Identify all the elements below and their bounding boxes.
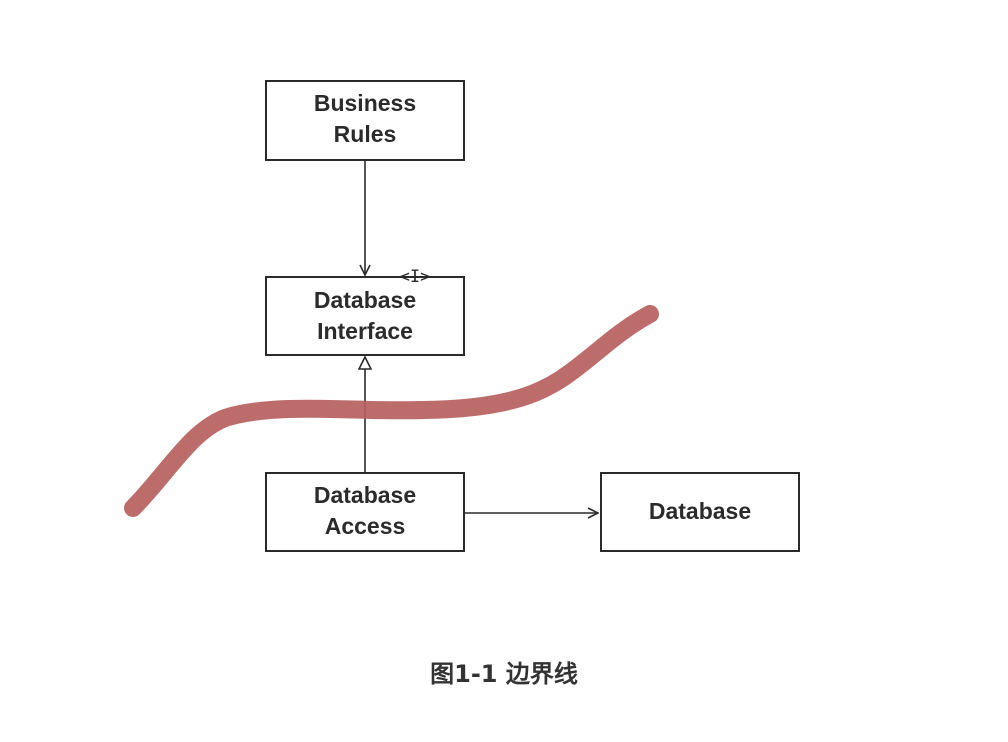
business-rules-label-line2: Rules [334,121,397,147]
interface-stereotype: <I> [400,267,431,287]
database-interface-box: <I> Database Interface [265,267,465,356]
database-interface-label-line2: Interface [317,318,413,344]
boundary-line [124,305,659,517]
figure-caption: 图1-1 边界线 [430,660,578,688]
business-rules-box: Business Rules [265,80,465,161]
database-interface-label-line1: Database [314,287,416,313]
database-label: Database [649,498,751,524]
database-access-box: Database Access [265,472,465,552]
database-box: Database [600,472,800,552]
business-rules-label-line1: Business [314,90,416,116]
database-access-label-line1: Database [314,482,416,508]
database-access-label-line2: Access [325,513,406,539]
